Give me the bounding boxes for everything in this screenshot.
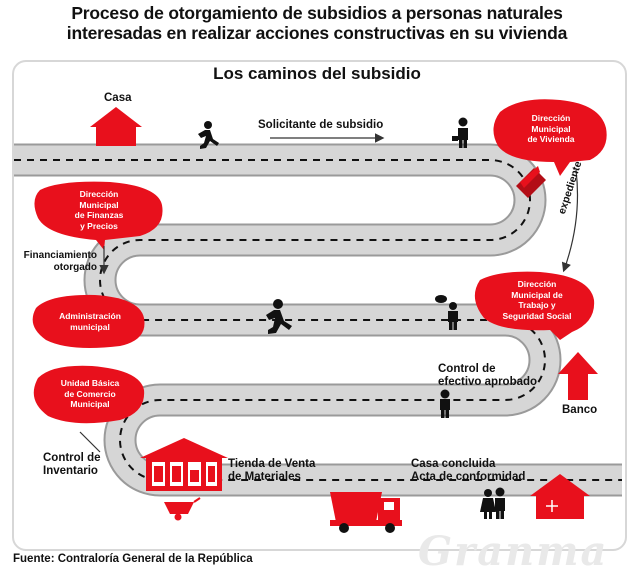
blob-vivienda — [493, 99, 607, 176]
truck-icon — [330, 492, 402, 533]
watermark: Granma — [418, 528, 609, 575]
person-icon — [440, 389, 450, 418]
label-financiamiento: Financiamiento otorgado — [23, 250, 97, 273]
finished-house-icon — [530, 474, 590, 519]
label-casa: Casa — [104, 92, 132, 104]
blob-administracion — [32, 294, 145, 348]
label-control-inventario: Control de Inventario — [43, 452, 101, 477]
source-note: Fuente: Contraloría General de la Repúbl… — [13, 553, 253, 565]
store-icon — [140, 438, 228, 491]
couple-icon — [480, 487, 505, 519]
expediente-arrow — [561, 169, 579, 273]
winding-road — [14, 143, 622, 497]
blob-comercio — [33, 365, 145, 424]
label-banco: Banco — [562, 404, 598, 416]
label-solicitante: Solicitante de subsidio — [258, 119, 384, 131]
bank-arrow-icon — [558, 352, 598, 400]
running-person-icon — [266, 299, 292, 334]
person-briefcase-icon — [452, 117, 468, 148]
blob-trabajo — [474, 271, 595, 340]
running-person-icon — [198, 121, 219, 149]
blob-trabajo-text: Dirección Municipal de Trabajo y Segurid… — [502, 279, 572, 321]
inventario-arrow — [79, 431, 101, 453]
blob-finanzas-text: Dirección Municipal de Finanzas y Precio… — [74, 189, 124, 231]
title-line-1: Proceso de otorgamiento de subsidios a p… — [71, 3, 563, 23]
page-title: Proceso de otorgamiento de subsidios a p… — [0, 3, 634, 43]
blob-vivienda-text: Dirección Municipal de Vivienda — [527, 113, 575, 144]
label-control-efectivo: Control de efectivo aprobado — [438, 363, 538, 388]
wheelbarrow-icon — [164, 497, 201, 521]
label-casa-concluida: Casa concluida Acta de conformidad — [411, 458, 526, 483]
house-icon — [90, 107, 142, 146]
diagram-subtitle: Los caminos del subsidio — [213, 64, 421, 83]
blob-comercio-text: Unidad Básica de Comercio Municipal — [60, 378, 120, 409]
person-speech-icon — [435, 295, 458, 330]
blob-administracion-text: Administración municipal — [59, 311, 121, 332]
blob-finanzas — [34, 181, 163, 250]
title-line-2: interesadas en realizar acciones constru… — [66, 23, 568, 43]
building-icon — [516, 166, 546, 198]
label-tienda: Tienda de Venta de Materiales — [228, 458, 316, 483]
